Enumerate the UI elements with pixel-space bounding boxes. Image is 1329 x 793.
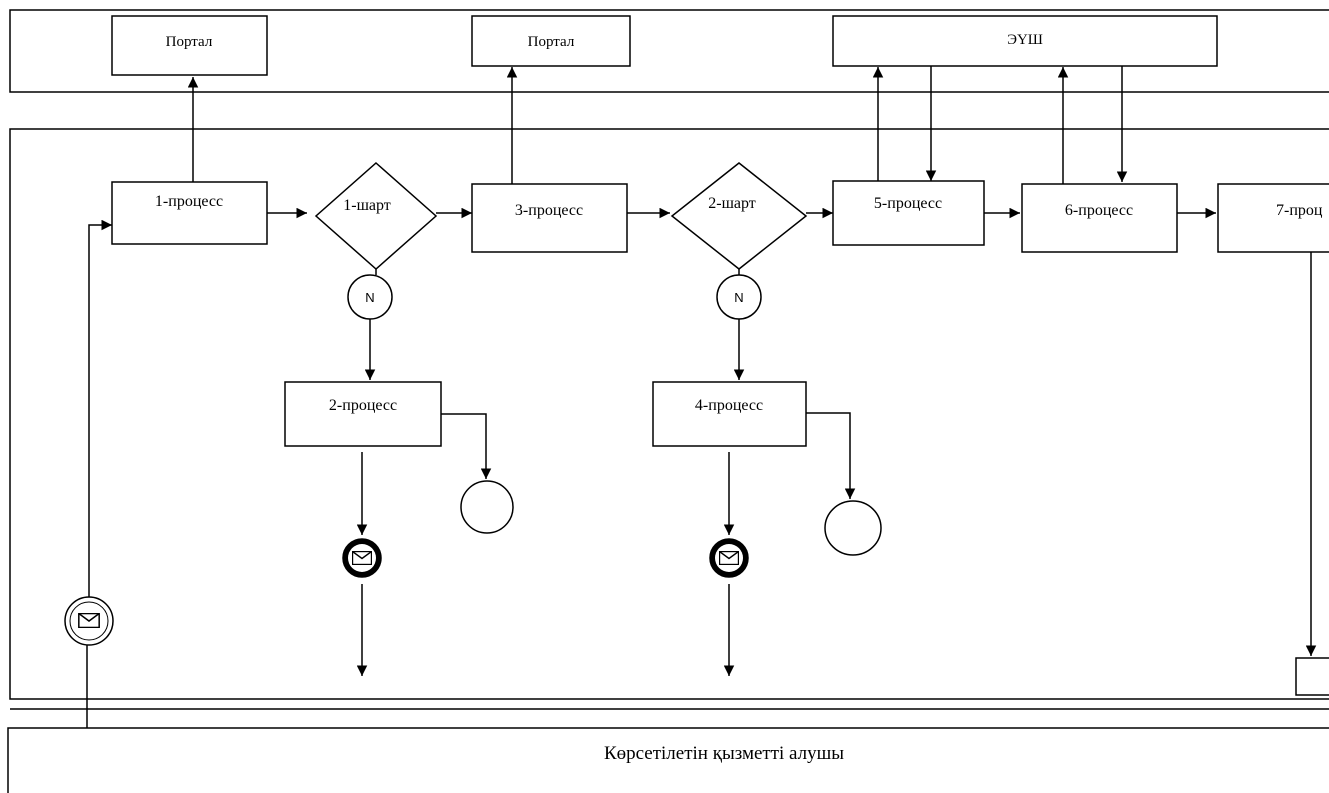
connector-n-2-label: N xyxy=(734,290,743,305)
condition-2-diamond xyxy=(670,162,808,270)
arrow-start-to-p1b xyxy=(88,219,112,597)
lane-top xyxy=(9,9,1329,93)
message-start-event xyxy=(64,596,114,646)
portal-box-1 xyxy=(111,15,268,76)
arrow-p4-to-end2 xyxy=(806,412,856,499)
message-send-event-1 xyxy=(342,538,382,578)
condition-2-label: 2-шарт xyxy=(708,195,756,212)
process-5-label: 5-процесс xyxy=(874,195,942,212)
connector-n-1-label: N xyxy=(365,290,374,305)
process-1-box xyxy=(111,181,268,245)
process-6-label: 6-процесс xyxy=(1065,202,1133,219)
process-5-box xyxy=(832,180,985,246)
eush-label: ЭҮШ xyxy=(1007,32,1043,48)
process-2-box xyxy=(284,381,442,447)
condition-1-diamond xyxy=(314,161,438,271)
portal-label-1: Портал xyxy=(166,34,213,50)
process-7-box xyxy=(1217,183,1329,253)
process-3-box xyxy=(471,183,628,253)
small-output-box xyxy=(1295,657,1329,696)
eush-box xyxy=(832,15,1218,67)
lane-bottom-title: Көрсетілетін қызметті алушы xyxy=(604,743,844,764)
process-2-label: 2-процесс xyxy=(329,397,397,414)
portal-box-2 xyxy=(471,15,631,67)
message-send-event-2 xyxy=(709,538,749,578)
process-6-box xyxy=(1021,183,1178,253)
lane-bottom xyxy=(7,727,1329,793)
process-4-box xyxy=(652,381,807,447)
process-7-label: 7-проц xyxy=(1276,202,1323,219)
portal-label-2: Портал xyxy=(528,34,575,50)
process-1-label: 1-процесс xyxy=(155,193,223,210)
lane-middle xyxy=(9,128,1329,700)
process-3-label: 3-процесс xyxy=(515,202,583,219)
end-event-2 xyxy=(824,500,882,556)
process-4-label: 4-процесс xyxy=(695,397,763,414)
end-event-1 xyxy=(460,480,514,534)
condition-1-label: 1-шарт xyxy=(343,197,391,214)
arrow-p2-to-end1 xyxy=(441,413,492,479)
